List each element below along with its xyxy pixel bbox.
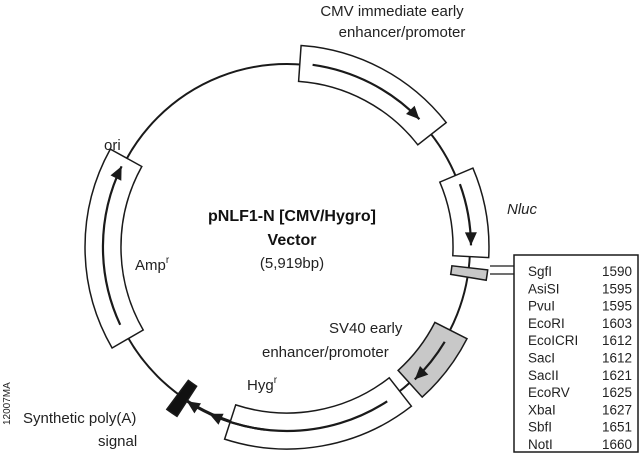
site-enzyme: PvuI: [528, 299, 555, 314]
cmv-promoter-arrow: [312, 63, 421, 120]
hygr-arrow-shaft: [186, 400, 388, 432]
ampr-label-sup: r: [166, 255, 170, 266]
site-position: 1595: [602, 281, 632, 296]
site-position: 1621: [602, 368, 632, 383]
site-enzyme: EcoRV: [528, 385, 570, 400]
nluc-label: Nluc: [507, 201, 538, 218]
figure-id: 12007MA: [2, 382, 13, 425]
cmv-promoter-arrow-head: [406, 105, 420, 120]
restriction-site-table: [513, 254, 639, 453]
hygr-label: Hygr: [247, 375, 278, 394]
hygr-arrow-head: [186, 401, 201, 414]
ampr-block: [84, 148, 145, 350]
cmv-promoter-block: [297, 44, 448, 146]
site-enzyme: SbfI: [528, 420, 552, 435]
ori-label: ori: [104, 137, 121, 154]
polya-label-line1: Synthetic poly(A): [23, 410, 136, 427]
cmv-label-line1: CMV immediate early: [320, 3, 464, 20]
plasmid-name: pNLF1-N [CMV/Hygro]: [208, 208, 376, 225]
site-enzyme: SacII: [528, 368, 559, 383]
site-position: 1660: [602, 437, 632, 452]
site-enzyme: SgfI: [528, 264, 552, 279]
sv40-label-line2: enhancer/promoter: [262, 344, 389, 361]
site-position: 1603: [602, 316, 632, 331]
ampr-arrow: [101, 165, 123, 326]
hygr-arrow: [186, 400, 388, 432]
site-enzyme: SacI: [528, 351, 555, 366]
site-enzyme: EcoRI: [528, 316, 565, 331]
site-enzyme: EcoICRI: [528, 333, 578, 348]
nluc-arrow: [458, 183, 477, 246]
polya-block: [165, 379, 198, 418]
hygr-label-sup: r: [274, 375, 278, 386]
site-enzyme: XbaI: [528, 402, 556, 417]
site-position: 1627: [602, 402, 632, 417]
site-position: 1595: [602, 299, 632, 314]
ampr-arrow-shaft: [101, 165, 123, 326]
plasmid-name-line2: Vector: [268, 232, 317, 249]
site-position: 1651: [602, 420, 632, 435]
polya-label-line2: signal: [98, 433, 137, 450]
site-enzyme: AsiSI: [528, 281, 560, 296]
mcs-block: [449, 264, 489, 282]
site-position: 1590: [602, 264, 632, 279]
site-position: 1612: [602, 333, 632, 348]
ampr-label-text: Amp: [135, 257, 166, 274]
plasmid-size: (5,919bp): [260, 255, 324, 272]
nluc-block: [438, 167, 490, 259]
site-position: 1612: [602, 351, 632, 366]
hygr-label-text: Hyg: [247, 377, 274, 394]
sv40-promoter-arrow-head: [414, 366, 429, 380]
nluc-arrow-head: [464, 232, 477, 246]
cmv-label-line2: enhancer/promoter: [339, 24, 466, 41]
sv40-label-line1: SV40 early: [329, 320, 403, 337]
ampr-label: Ampr: [135, 255, 170, 274]
sv40-promoter-arrow: [414, 341, 446, 381]
site-position: 1625: [602, 385, 632, 400]
site-enzyme: NotI: [528, 437, 553, 452]
ampr-arrow-head: [110, 166, 122, 181]
